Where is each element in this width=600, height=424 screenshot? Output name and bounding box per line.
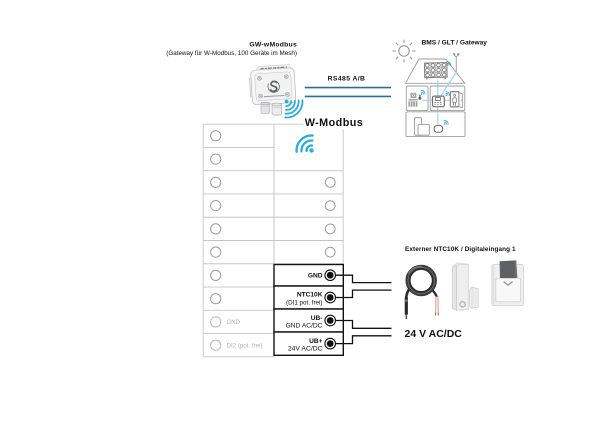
svg-text:24 V AC/DC: 24 V AC/DC [405, 328, 463, 340]
svg-text:GND: GND [227, 319, 241, 326]
svg-text:24V AC/DC: 24V AC/DC [288, 346, 323, 353]
svg-text:GND AC/DC: GND AC/DC [286, 323, 323, 330]
svg-text:Externer NTC10K / Digitaleinga: Externer NTC10K / Digitaleingang 1 [405, 246, 516, 253]
svg-text:DI2 (pot. frei): DI2 (pot. frei) [227, 343, 263, 350]
svg-text:(Gateway für W-Modbus, 100 Ger: (Gateway für W-Modbus, 100 Geräte im Mes… [166, 50, 297, 57]
svg-text:BMS / GLT / Gateway: BMS / GLT / Gateway [422, 39, 488, 46]
svg-text:W-Modbus: W-Modbus [305, 117, 364, 129]
svg-text:UB+: UB+ [309, 338, 323, 345]
svg-text:RS485 A/B: RS485 A/B [328, 75, 366, 82]
svg-text:NTC10K: NTC10K [297, 292, 323, 299]
svg-text:GND: GND [308, 273, 323, 280]
svg-text:(DI1 pot. frei): (DI1 pot. frei) [286, 300, 323, 307]
svg-text:UB-: UB- [311, 315, 323, 322]
svg-text:GW-wModbus: GW-wModbus [249, 42, 297, 49]
